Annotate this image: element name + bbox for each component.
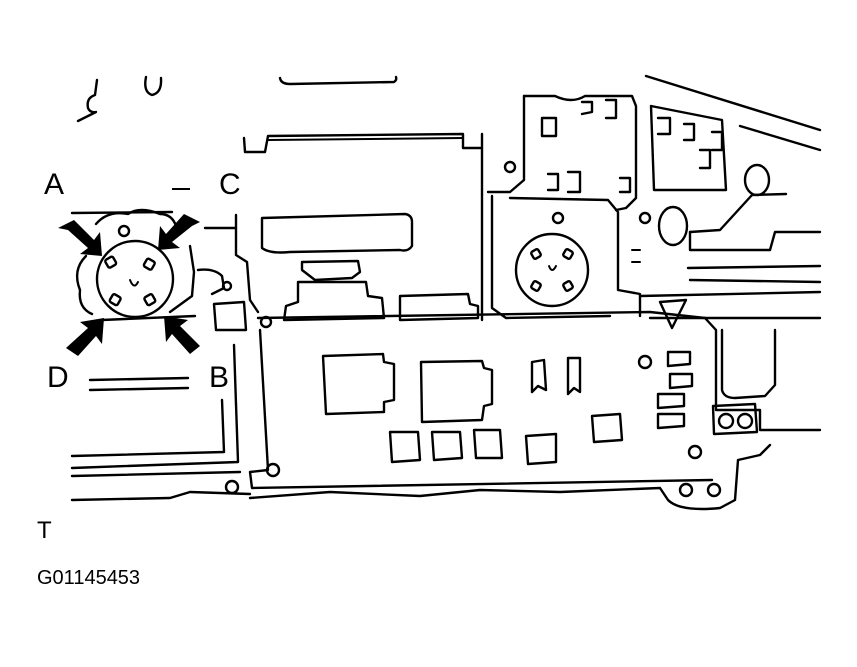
long-slot	[260, 212, 414, 254]
upper-plate-left-edge	[234, 213, 260, 314]
callout-label-d: D	[47, 361, 69, 394]
arrow-b	[164, 316, 200, 354]
upper-plate-top-edge	[242, 132, 484, 154]
right-u-channel	[720, 328, 777, 400]
left-round-component	[95, 239, 175, 319]
chip-large-left	[321, 352, 396, 416]
far-right-block	[649, 104, 728, 192]
callout-label-a: A	[44, 168, 65, 201]
top-fragment-bar	[278, 75, 398, 86]
connector-right	[398, 292, 480, 322]
arrow-a	[58, 220, 102, 256]
lower-plate-top-edge	[256, 310, 822, 432]
arrow-d	[66, 318, 104, 356]
top-fragment-hook	[76, 78, 99, 123]
label-c-dash	[172, 188, 190, 190]
connector-top	[300, 259, 362, 282]
upper-right-block	[522, 94, 638, 212]
top-fragment-circle	[144, 75, 163, 97]
orientation-marker: T	[37, 517, 52, 544]
label-d-b-underline	[88, 376, 190, 392]
lower-plate-left-bottom-edge	[248, 328, 714, 490]
right-double-circle-box	[711, 402, 759, 436]
arrow-c	[158, 214, 200, 250]
callout-label-b: B	[209, 361, 230, 394]
right-round-component	[514, 232, 590, 308]
connector-body	[282, 280, 386, 322]
callout-label-c: C	[219, 168, 241, 201]
figure-id: G01145453	[37, 567, 141, 589]
chip-large-right	[419, 359, 494, 424]
lower-plate-outer-edge	[248, 443, 772, 511]
